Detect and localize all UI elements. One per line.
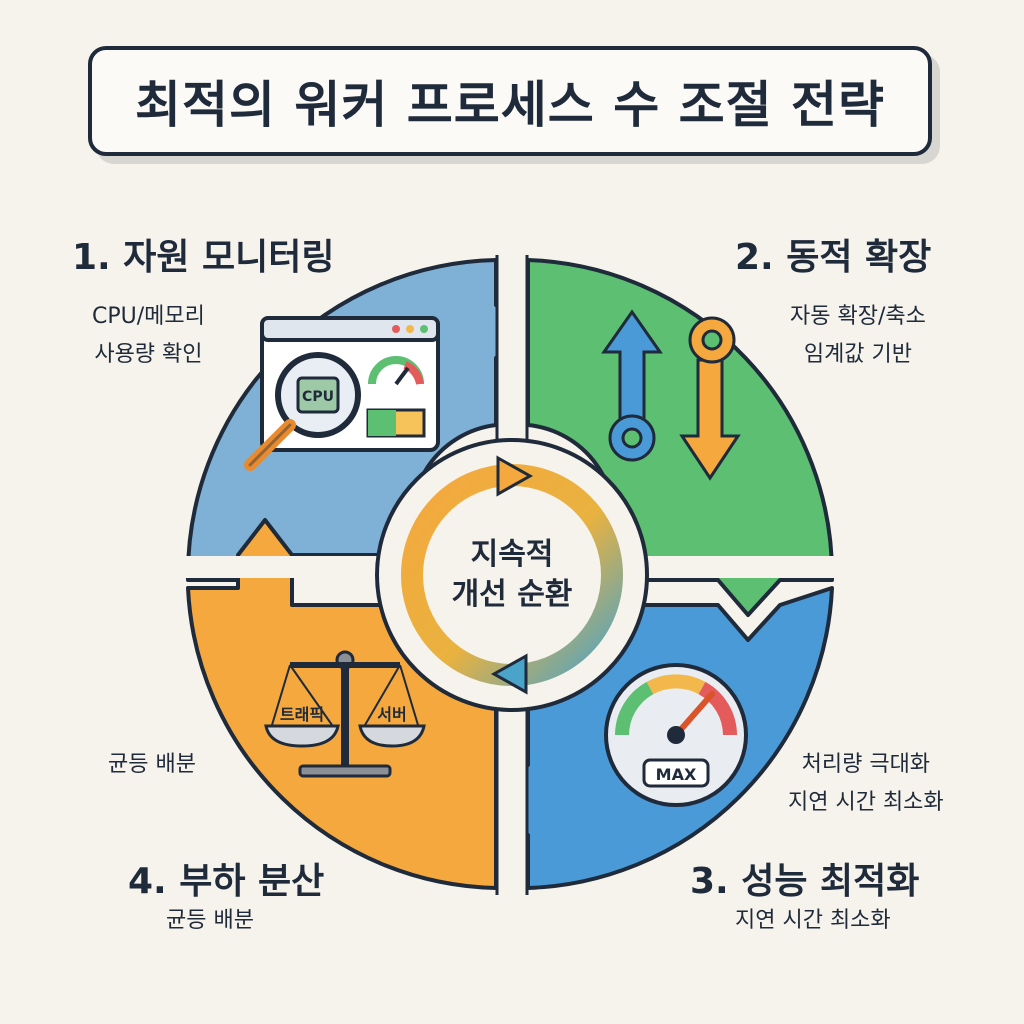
scale-right-label: 서버 [377,705,406,724]
stage-2-desc-line-2: 임계값 기반 [803,342,913,367]
stage-4-title: 4. 부하 분산 [128,861,325,902]
center-line-1: 지속적 [470,537,554,572]
stage-1-desc-line-1: CPU/메모리 [92,304,205,329]
stage-3-desc-line-3: 지연 시간 최소화 [735,908,891,933]
cpu-chip-label: CPU [302,389,334,405]
stage-4-desc-line-2: 균등 배분 [166,908,254,933]
speedometer-icon: MAX [604,663,748,807]
stage-4-desc-line-1: 균등 배분 [108,752,196,777]
cycle-arrow-top-icon [496,455,534,497]
center-line-2: 개선 순환 [451,577,573,612]
title-box: 최적의 워커 프로세스 수 조절 전략 [88,46,932,156]
stage-2-title: 2. 동적 확장 [735,237,932,278]
scale-left-label: 트래픽 [280,705,324,724]
stage-1-desc: CPU/메모리 사용량 확인 [92,298,205,374]
stage-3-title: 3. 성능 최적화 [690,861,920,902]
center-label: 지속적 개선 순환 [430,535,594,615]
cycle-arrow-bottom-icon [490,653,528,695]
page-title: 최적의 워커 프로세스 수 조절 전략 [134,76,886,134]
balance-scale-icon: 트래픽 서버 [264,650,426,778]
stage-3-desc-line-1: 처리량 극대화 [801,752,931,777]
monitor-magnifier-icon: CPU [244,316,440,471]
stage-3-desc-line-2: 지연 시간 최소화 [788,790,944,815]
stage-1-title: 1. 자원 모니터링 [72,237,335,278]
stage-3-desc: 처리량 극대화 지연 시간 최소화 [788,746,944,822]
stage-2-desc-line-1: 자동 확장/축소 [790,304,926,329]
stage-1-desc-line-2: 사용량 확인 [94,342,203,367]
stage-2-desc: 자동 확장/축소 임계값 기반 [790,298,926,374]
scaling-arrows-gears-icon [601,309,741,481]
speedometer-label: MAX [656,765,697,784]
